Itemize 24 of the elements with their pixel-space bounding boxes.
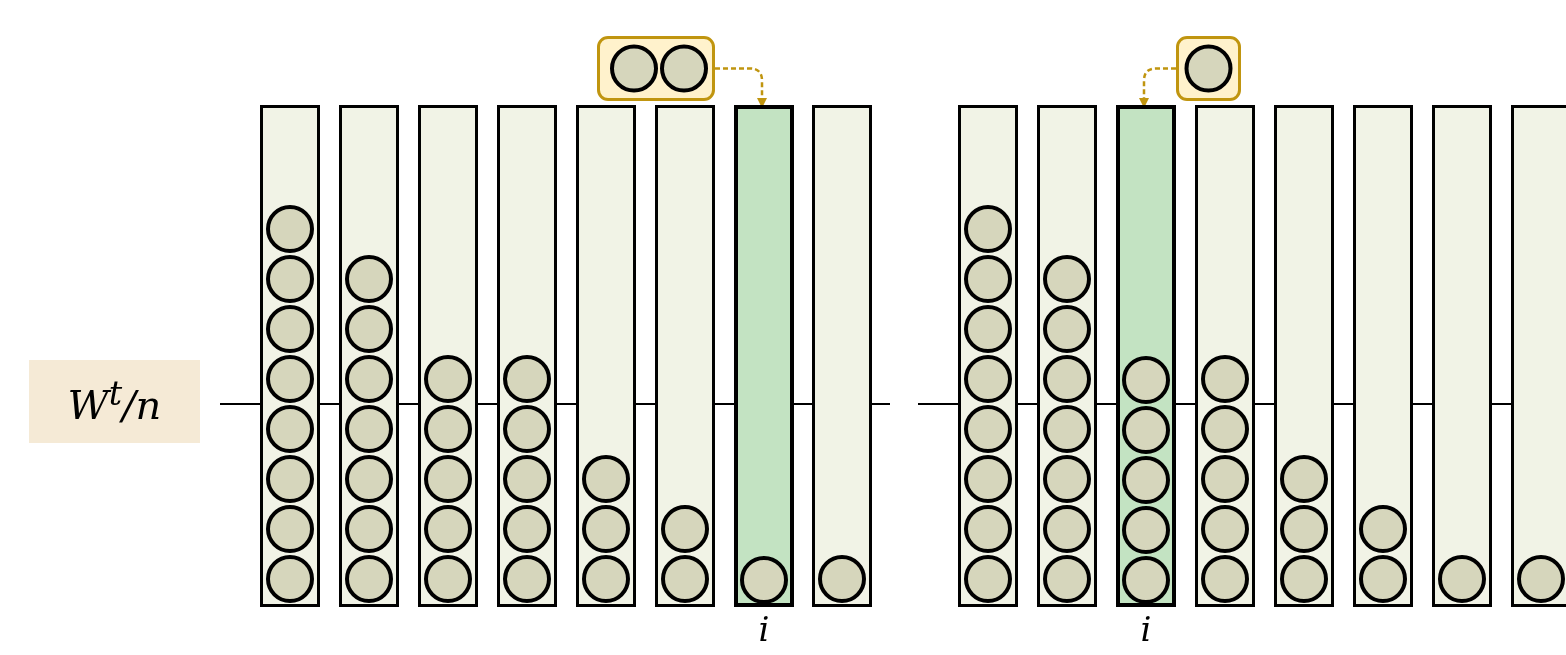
bin-column [655,105,715,607]
bin-column [734,105,794,607]
bin-column [418,105,478,607]
index-label: i [757,609,771,649]
bin-column [1116,105,1176,607]
bin-column [576,105,636,607]
bin-column [812,105,872,607]
bin-column [339,105,399,607]
index-label: i [1139,609,1153,649]
bin-column [260,105,320,607]
bin-column [1037,105,1097,607]
bin-column [958,105,1018,607]
dashed-arrow [1139,67,1176,108]
threshold-label-box [29,360,200,443]
bin-column [1432,105,1492,607]
threshold-label: W$^{t}$/n [67,374,162,429]
ball-group-box [1176,36,1241,101]
bin-column [1511,105,1566,607]
bin-column [497,105,557,607]
bin-column [1353,105,1413,607]
bin-column [1274,105,1334,607]
ball-group-box [597,36,715,101]
bin-column [1195,105,1255,607]
dashed-arrow [715,67,767,108]
